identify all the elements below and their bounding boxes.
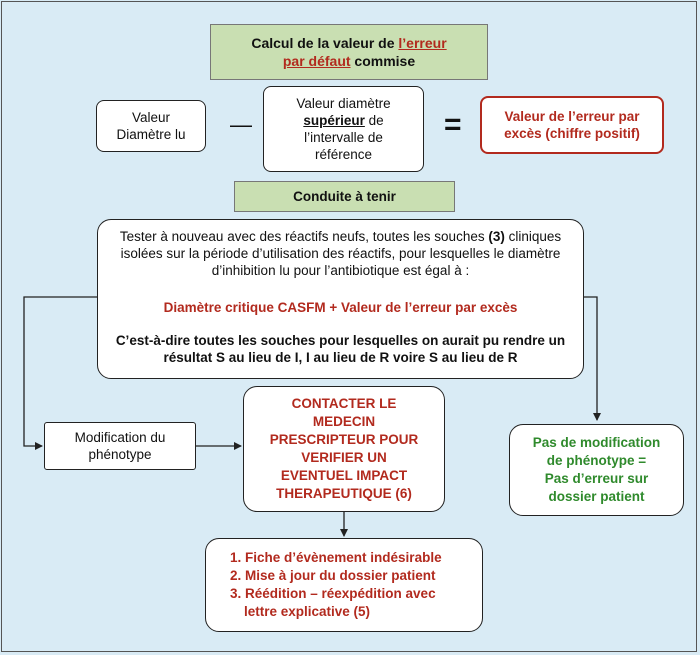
- minus-sign: —: [230, 112, 252, 137]
- test-formula: Diamètre critique CASFM + Valeur de l’er…: [163, 300, 518, 315]
- title-suffix: commise: [350, 53, 416, 69]
- action-item: 1. Fiche d’évènement indésirable: [230, 550, 442, 565]
- conduite-label: Conduite à tenir: [293, 189, 396, 204]
- title-highlight-2: par défaut: [282, 53, 351, 69]
- title-highlight-1: l’erreur: [398, 35, 447, 51]
- test-conclusion: C’est-à-dire toutes les souches pour les…: [115, 333, 566, 365]
- title-box: Calcul de la valeur de l’erreur par défa…: [210, 24, 488, 80]
- result-line1: Valeur de l’erreur par: [504, 109, 640, 124]
- modification-line1: Modification du: [74, 430, 166, 445]
- valeur-sup-after: de: [364, 113, 384, 128]
- no-modif-line: Pas de modification: [532, 435, 661, 450]
- actions-list: 1. Fiche d’évènement indésirable 2. Mise…: [230, 549, 442, 621]
- no-modif-line: Pas d’erreur sur: [544, 471, 649, 486]
- result-line2: excès (chiffre positif): [504, 126, 640, 141]
- contact-line: PRESCRIPTEUR POUR: [269, 432, 419, 447]
- valeur-sup-line1: Valeur diamètre: [296, 96, 391, 111]
- contact-line: EVENTUEL IMPACT: [280, 468, 408, 483]
- valeur-lu-line2: Diamètre lu: [116, 127, 186, 142]
- contact-box: CONTACTER LE MEDECIN PRESCRIPTEUR POUR V…: [243, 386, 445, 512]
- modification-line2: phénotype: [88, 447, 152, 462]
- valeur-sup-line3: l’intervalle de: [304, 130, 383, 145]
- no-modif-line: de phénotype =: [546, 453, 647, 468]
- test-intro-after: cliniques isolées sur la période d’utili…: [120, 229, 562, 278]
- modification-box: Modification du phénotype: [44, 422, 196, 470]
- contact-line: CONTACTER LE: [291, 396, 397, 411]
- title-prefix: Calcul de la valeur de: [251, 35, 399, 51]
- result-box: Valeur de l’erreur par excès (chiffre po…: [480, 96, 664, 154]
- equals-sign: =: [444, 108, 462, 141]
- connector-right: [584, 296, 601, 421]
- test-intro-before: Tester à nouveau avec des réactifs neufs…: [119, 229, 489, 244]
- contact-line: VERIFIER UN: [301, 450, 387, 465]
- no-modif-line: dossier patient: [548, 489, 645, 504]
- contact-line: THERAPEUTIQUE (6): [276, 486, 412, 501]
- actions-box: 1. Fiche d’évènement indésirable 2. Mise…: [205, 538, 483, 632]
- valeur-lu-box: Valeur Diamètre lu: [96, 100, 206, 152]
- no-modification-box: Pas de modification de phénotype = Pas d…: [509, 424, 684, 516]
- connector-left: [23, 296, 97, 450]
- valeur-lu-line1: Valeur: [131, 110, 171, 125]
- valeur-sup-bold: supérieur: [303, 113, 365, 128]
- conduite-box: Conduite à tenir: [234, 181, 455, 212]
- test-intro-ref: (3): [488, 229, 505, 244]
- action-item: lettre explicative (5): [244, 604, 371, 619]
- valeur-sup-line4: référence: [314, 147, 373, 162]
- test-box: Tester à nouveau avec des réactifs neufs…: [97, 219, 584, 379]
- valeur-superieur-box: Valeur diamètre supérieur de l’intervall…: [263, 86, 424, 172]
- contact-line: MEDECIN: [312, 414, 376, 429]
- action-item: 3. Réédition – réexpédition avec: [230, 586, 436, 601]
- action-item: 2. Mise à jour du dossier patient: [230, 568, 436, 583]
